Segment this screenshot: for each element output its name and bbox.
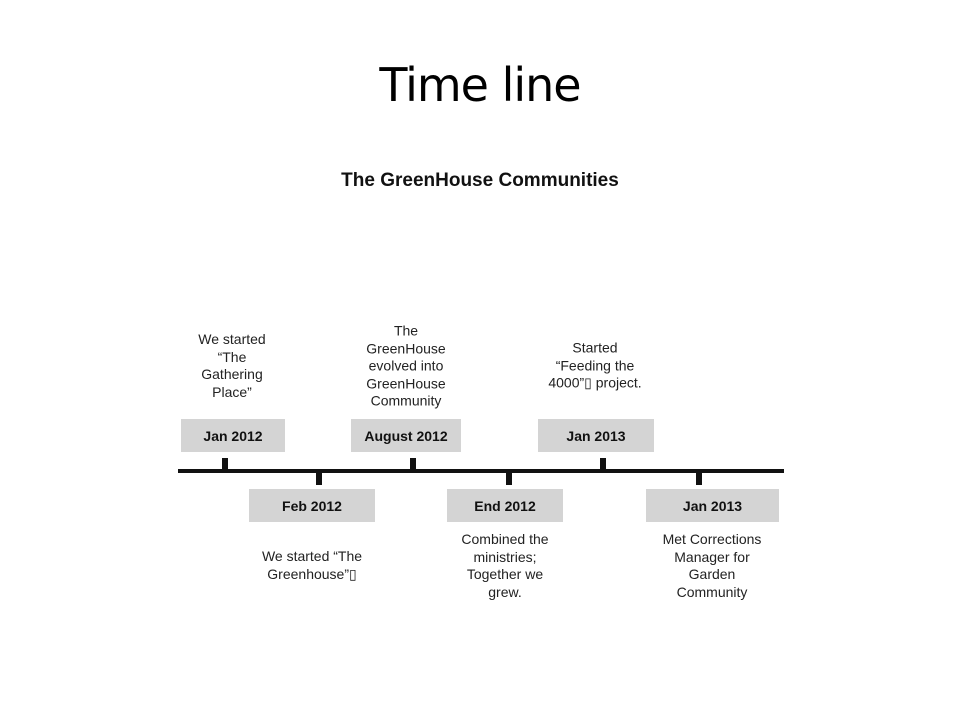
event-description: We started “The Gathering Place” xyxy=(198,331,266,400)
event-date-box: Jan 2013 xyxy=(646,489,779,522)
event-description: Met Corrections Manager for Garden Commu… xyxy=(662,531,762,600)
event-description: Combined the ministries; Together we gre… xyxy=(461,531,549,600)
event-description: We started “The Greenhouse”▯ xyxy=(261,548,363,582)
timeline-tick xyxy=(600,458,606,471)
event-date-box: End 2012 xyxy=(447,489,563,522)
event-date-box: August 2012 xyxy=(351,419,461,452)
event-description: The GreenHouse evolved into GreenHouse C… xyxy=(366,322,446,409)
event-date-box: Jan 2012 xyxy=(181,419,285,452)
timeline-tick xyxy=(316,472,322,485)
event-description: Started “Feeding the 4000”▯ project. xyxy=(548,339,642,391)
timeline-tick xyxy=(410,458,416,471)
timeline-axis xyxy=(178,469,784,473)
timeline-tick xyxy=(696,472,702,485)
event-date-box: Jan 2013 xyxy=(538,419,654,452)
event-date-box: Feb 2012 xyxy=(249,489,375,522)
slide-title: Time line xyxy=(379,58,581,112)
timeline-tick xyxy=(506,472,512,485)
timeline-tick xyxy=(222,458,228,471)
timeline-title: The GreenHouse Communities xyxy=(341,170,619,191)
